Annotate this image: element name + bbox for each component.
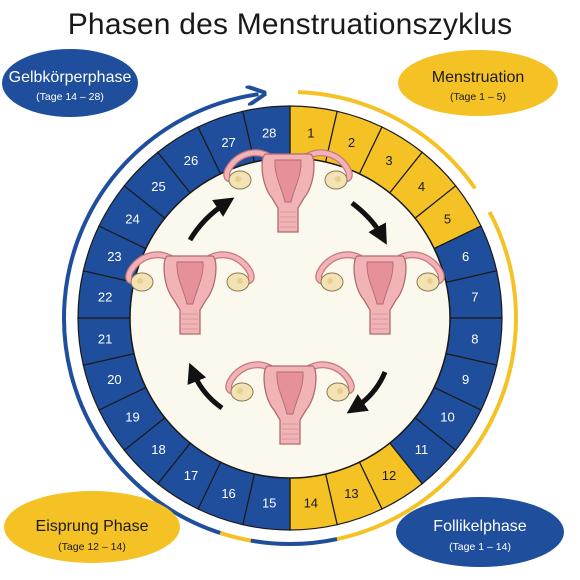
day-label-26: 26: [184, 153, 198, 168]
day-label-14: 14: [304, 495, 318, 510]
day-label-18: 18: [151, 442, 165, 457]
day-label-21: 21: [98, 331, 112, 346]
day-label-24: 24: [125, 212, 139, 227]
arrow-top-left: [187, 197, 235, 242]
arrow-bottom-left: [187, 362, 224, 411]
day-label-8: 8: [471, 331, 478, 346]
badge-eisprung-phase: Eisprung Phase (Tage 12 – 14): [4, 491, 180, 563]
day-label-17: 17: [184, 468, 198, 483]
day-label-4: 4: [418, 179, 425, 194]
uterus-illustration-2: [315, 251, 445, 335]
day-label-19: 19: [125, 409, 139, 424]
arrow-bottom-right: [346, 371, 388, 414]
day-label-20: 20: [107, 372, 121, 387]
day-label-1: 1: [307, 126, 314, 141]
day-label-22: 22: [98, 290, 112, 305]
uterus-illustration-3: [225, 361, 355, 445]
badge-gelbkoerperphase-title: Gelbkörperphase: [9, 69, 132, 86]
day-label-23: 23: [107, 249, 121, 264]
badge-gelbkoerperphase-range: (Tage 14 – 28): [36, 91, 104, 103]
badge-menstruation-range: (Tage 1 – 5): [450, 91, 506, 103]
badge-eisprung-title: Eisprung Phase: [36, 518, 149, 535]
day-label-3: 3: [385, 153, 392, 168]
badge-follikelphase-title: Follikelphase: [433, 518, 526, 535]
arc-gelbkoerperphase: [62, 94, 259, 537]
badge-follikelphase-range: (Tage 1 – 14): [449, 541, 511, 553]
day-label-10: 10: [440, 409, 454, 424]
uterus-illustration-1: [223, 149, 353, 233]
badge-follikelphase: Follikelphase (Tage 1 – 14): [396, 497, 564, 567]
uterus-illustrations: [125, 149, 445, 445]
arrow-top-right: [350, 201, 387, 245]
badge-menstruation: Menstruation (Tage 1 – 5): [398, 50, 558, 116]
day-label-16: 16: [221, 486, 235, 501]
day-label-25: 25: [151, 179, 165, 194]
badge-menstruation-title: Menstruation: [432, 69, 525, 86]
badge-gelbkoerperphase: Gelbkörperphase (Tage 14 – 28): [2, 49, 138, 117]
arc-menstruation: [297, 90, 477, 190]
day-label-13: 13: [344, 486, 358, 501]
day-label-15: 15: [262, 495, 276, 510]
day-label-12: 12: [382, 468, 396, 483]
uterus-illustration-4: [125, 251, 255, 335]
badge-eisprung-range: (Tage 12 – 14): [58, 541, 126, 553]
day-label-7: 7: [471, 290, 478, 305]
day-label-6: 6: [462, 249, 469, 264]
arc-follikel-bottom: [250, 537, 338, 546]
cycle-arrows: [187, 197, 388, 414]
diagram-title: Phasen des Menstruationszyklus: [67, 8, 513, 41]
day-label-11: 11: [415, 442, 429, 457]
day-label-28: 28: [262, 126, 276, 141]
day-label-5: 5: [444, 212, 451, 227]
day-label-9: 9: [462, 372, 469, 387]
day-label-2: 2: [348, 135, 355, 150]
day-label-27: 27: [221, 135, 235, 150]
